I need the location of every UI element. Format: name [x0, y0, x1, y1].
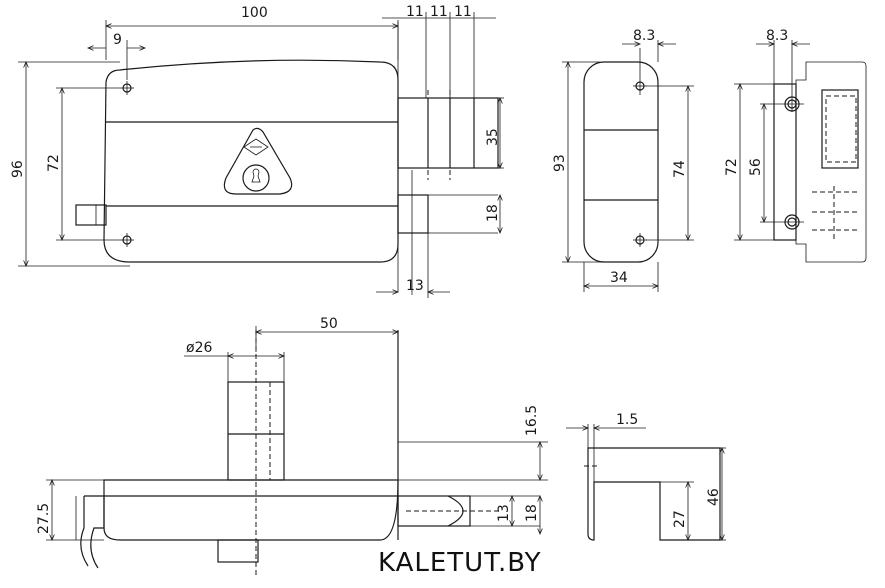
front-view: 100 9 11 11 11 96 72 35 18 13	[10, 4, 504, 298]
side-body-outline	[583, 61, 659, 263]
lock-body-outline	[103, 59, 399, 263]
dim-latch-projection: 13	[496, 504, 512, 522]
cylinder-escutcheon	[223, 127, 293, 195]
brand-logo-icon	[243, 138, 269, 156]
watermark: KALETUT.BY	[378, 548, 542, 578]
plan-handle	[80, 495, 105, 569]
keeper-hole-bottom	[760, 214, 804, 230]
dim-plate-thickness: 1.5	[616, 412, 638, 428]
dim-bracket-inner: 27	[672, 510, 688, 528]
dim-case-depth: 27.5	[36, 503, 52, 534]
dim-keeper-offset-top: 8.3	[766, 28, 788, 44]
side-hole-top	[633, 48, 647, 95]
dim-bolt-projection: 16.5	[524, 405, 540, 436]
dim-bolt-spacing-1: 11	[406, 4, 424, 20]
dim-bolt-spacing-3: 11	[454, 4, 472, 20]
deadbolt	[397, 97, 499, 169]
dim-latch-depth: 13	[406, 278, 424, 294]
dim-height-total: 96	[10, 160, 26, 178]
plan-case-outline	[103, 479, 399, 541]
keeper-bolt-slot	[821, 89, 859, 169]
latch-bolt	[397, 194, 429, 234]
dim-latch-height: 18	[485, 204, 501, 222]
side-hole-bottom	[633, 233, 647, 247]
dim-side-hole-spacing: 74	[672, 160, 688, 178]
dim-bolt-spacing-2: 11	[430, 4, 448, 20]
mount-hole-bottom	[120, 233, 134, 247]
keeper-bracket-outline	[795, 61, 867, 263]
mount-hole-top	[120, 81, 134, 95]
dim-side-height: 93	[552, 154, 568, 172]
dim-side-width: 34	[610, 270, 628, 286]
dim-width-total: 100	[241, 5, 268, 21]
dim-mount-hole-spacing: 72	[46, 154, 62, 172]
dim-keeper-height: 72	[724, 158, 740, 176]
dim-side-offset-top: 8.3	[633, 28, 655, 44]
bracket-outline	[587, 447, 721, 541]
dim-bolt-height: 35	[485, 128, 501, 146]
bracket-section: 1.5 46 27	[566, 412, 726, 540]
dim-backset: 50	[320, 316, 338, 332]
dim-cylinder-diameter: ø26	[186, 340, 212, 356]
keeper-hole-top	[760, 40, 804, 112]
handle-lever	[75, 204, 107, 226]
key-cylinder	[242, 164, 270, 192]
side-view: 8.3 93 74 34	[552, 28, 694, 292]
dim-handle-offset: 9	[113, 32, 122, 48]
keyhole-icon	[251, 168, 261, 183]
dim-bracket-height: 46	[706, 488, 722, 506]
plan-view: 50 ø26 16.5 27.5 13 18	[36, 316, 548, 578]
plan-spindle	[217, 539, 259, 563]
keeper-view: 8.3 72 56	[724, 28, 867, 263]
dim-latch-width: 18	[524, 504, 540, 522]
dim-keeper-inner-spacing: 56	[748, 158, 764, 176]
